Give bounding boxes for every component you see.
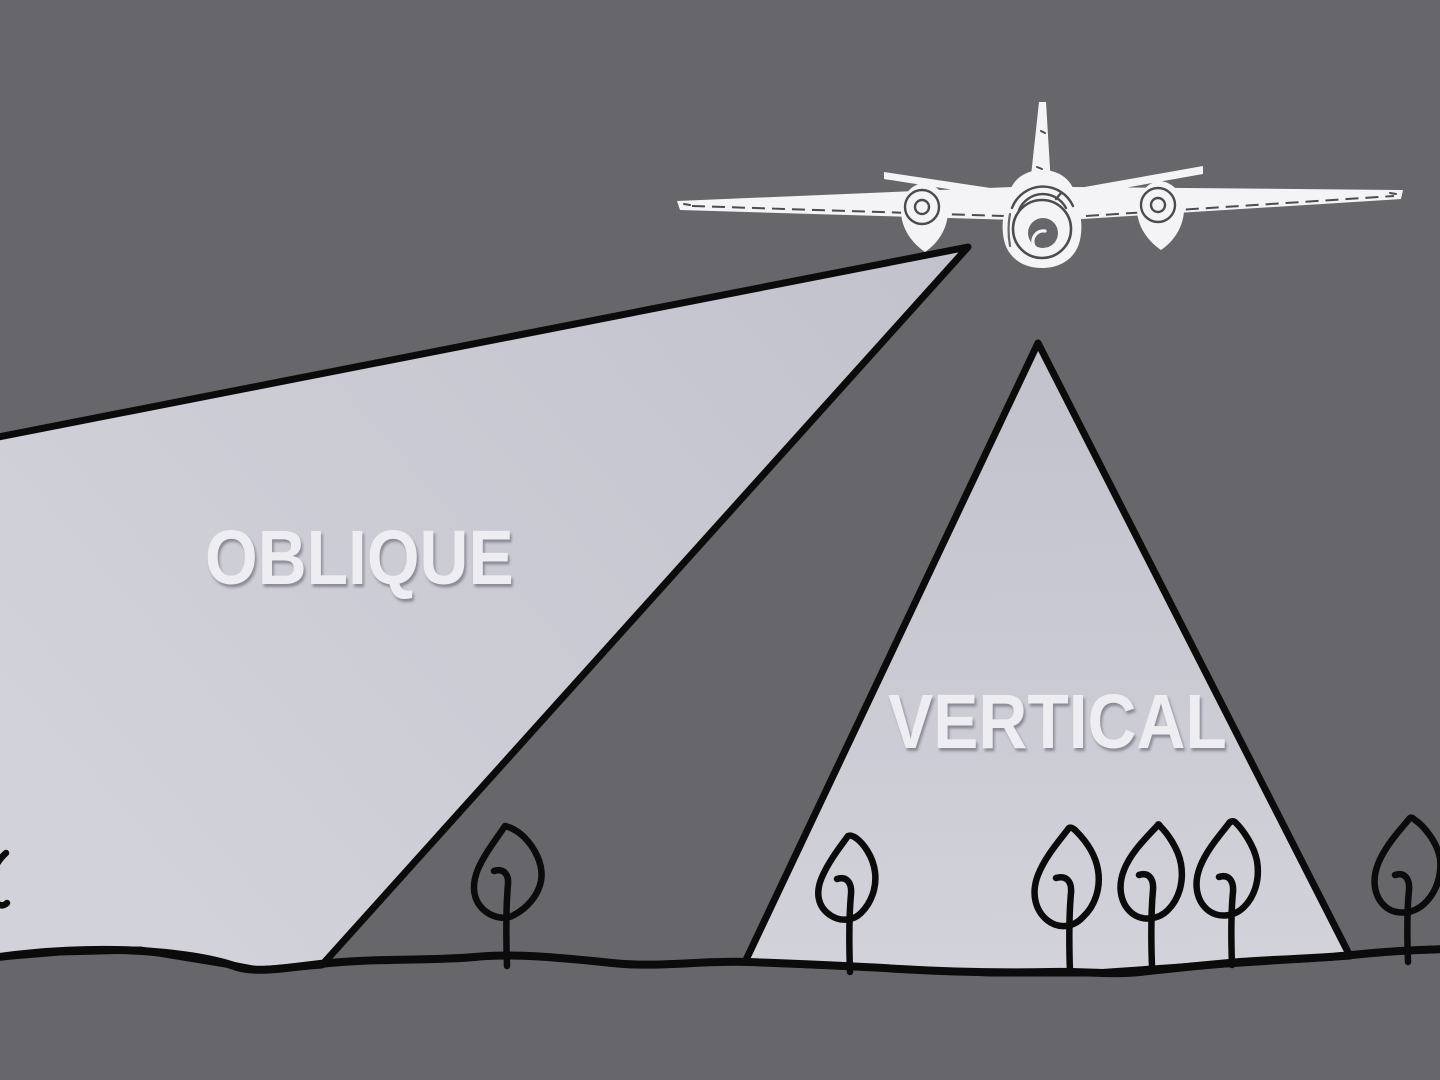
tree [470, 822, 545, 970]
tree [1371, 814, 1440, 966]
engine-nacelle-right-icon [1137, 181, 1184, 250]
airplane-illustration [677, 102, 1403, 268]
tree [815, 832, 879, 976]
tree [1031, 824, 1102, 977]
nose-ring-icon [1011, 198, 1073, 260]
oblique-label: OBLIQUE [205, 515, 514, 601]
vertical-label: VERTICAL [888, 679, 1227, 765]
engine-nacelle-left-icon [901, 183, 948, 252]
tail-fin-icon [1030, 102, 1051, 185]
nose-intake-icon [1028, 218, 1058, 248]
tree [1193, 818, 1262, 969]
cockpit-canopy-icon [1010, 185, 1075, 210]
tree [1117, 821, 1186, 971]
tree-clipped-left-edge [0, 849, 11, 909]
